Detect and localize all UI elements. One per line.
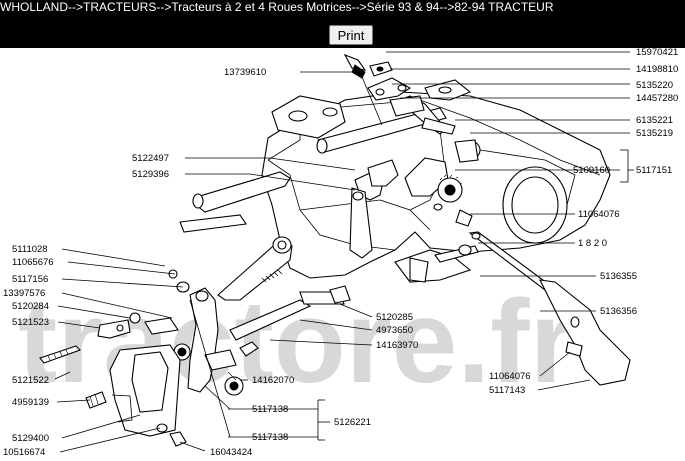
part-number-label: 5117138 [252,432,288,443]
part-number-label: 11064076 [489,371,531,382]
part-number-label: 10516674 [3,447,45,458]
part-number-label: 4959139 [12,397,49,408]
part-number-label: 5135219 [636,128,673,139]
part-number-label: 5120285 [376,312,413,323]
part-number-label: 11064076 [578,209,620,220]
part-number-label: 5129396 [132,169,169,180]
part-number-label: 14162070 [252,375,294,386]
top-right-parts [343,53,481,163]
part-number-label: 5111028 [12,244,48,255]
parts-diagram: tractore.fr [3,48,678,458]
part-number-label: 16043424 [210,447,252,458]
print-button[interactable]: Print [329,25,373,45]
part-number-label: 15970421 [636,48,678,58]
part-number-label: 4973650 [376,325,413,336]
part-number-label: 5117138 [252,404,288,415]
breadcrumb[interactable]: WHOLLAND-->TRACTEURS-->Tracteurs à 2 et … [0,0,554,14]
part-number-label: 5117156 [12,274,48,285]
selector-shaft [179,107,447,233]
lever-assembly [173,236,351,396]
watermark-text: tractore.fr [18,276,575,408]
part-number-label: 5121522 [12,375,49,386]
part-number-label: 14457280 [636,93,678,104]
part-number-label: 14198810 [636,64,678,75]
top-bar: WHOLLAND-->TRACTEURS-->Tracteurs à 2 et … [0,0,685,48]
control-rod [455,209,631,386]
part-number-label: 5126221 [334,417,371,428]
part-number-label: 5109160 [573,165,610,176]
part-number-label: 5129400 [12,433,49,444]
leader-lines [54,51,634,453]
center-bracket [394,244,479,283]
part-number-label: 14163970 [376,340,418,351]
part-number-labels: 15970421 14198810 5135220 14457280 61352… [3,48,678,458]
selector-gear [404,157,463,211]
shift-fork [349,159,399,259]
part-number-label: 11065676 [12,257,54,268]
part-number-label: 5136356 [600,306,637,317]
part-number-label: 1 8 2 0 [578,238,607,249]
part-number-label: 13397576 [3,288,45,299]
part-number-label: 5135220 [636,80,673,91]
part-number-label: 5117143 [489,385,525,396]
part-number-label: 5121523 [12,317,49,328]
part-number-label: 13739610 [224,67,266,78]
part-number-label: 5117151 [636,165,672,176]
part-number-label: 5120284 [12,301,49,312]
part-number-label: 6135221 [636,115,673,126]
part-number-label: 5136355 [600,271,637,282]
part-number-label: 5122497 [132,153,169,164]
